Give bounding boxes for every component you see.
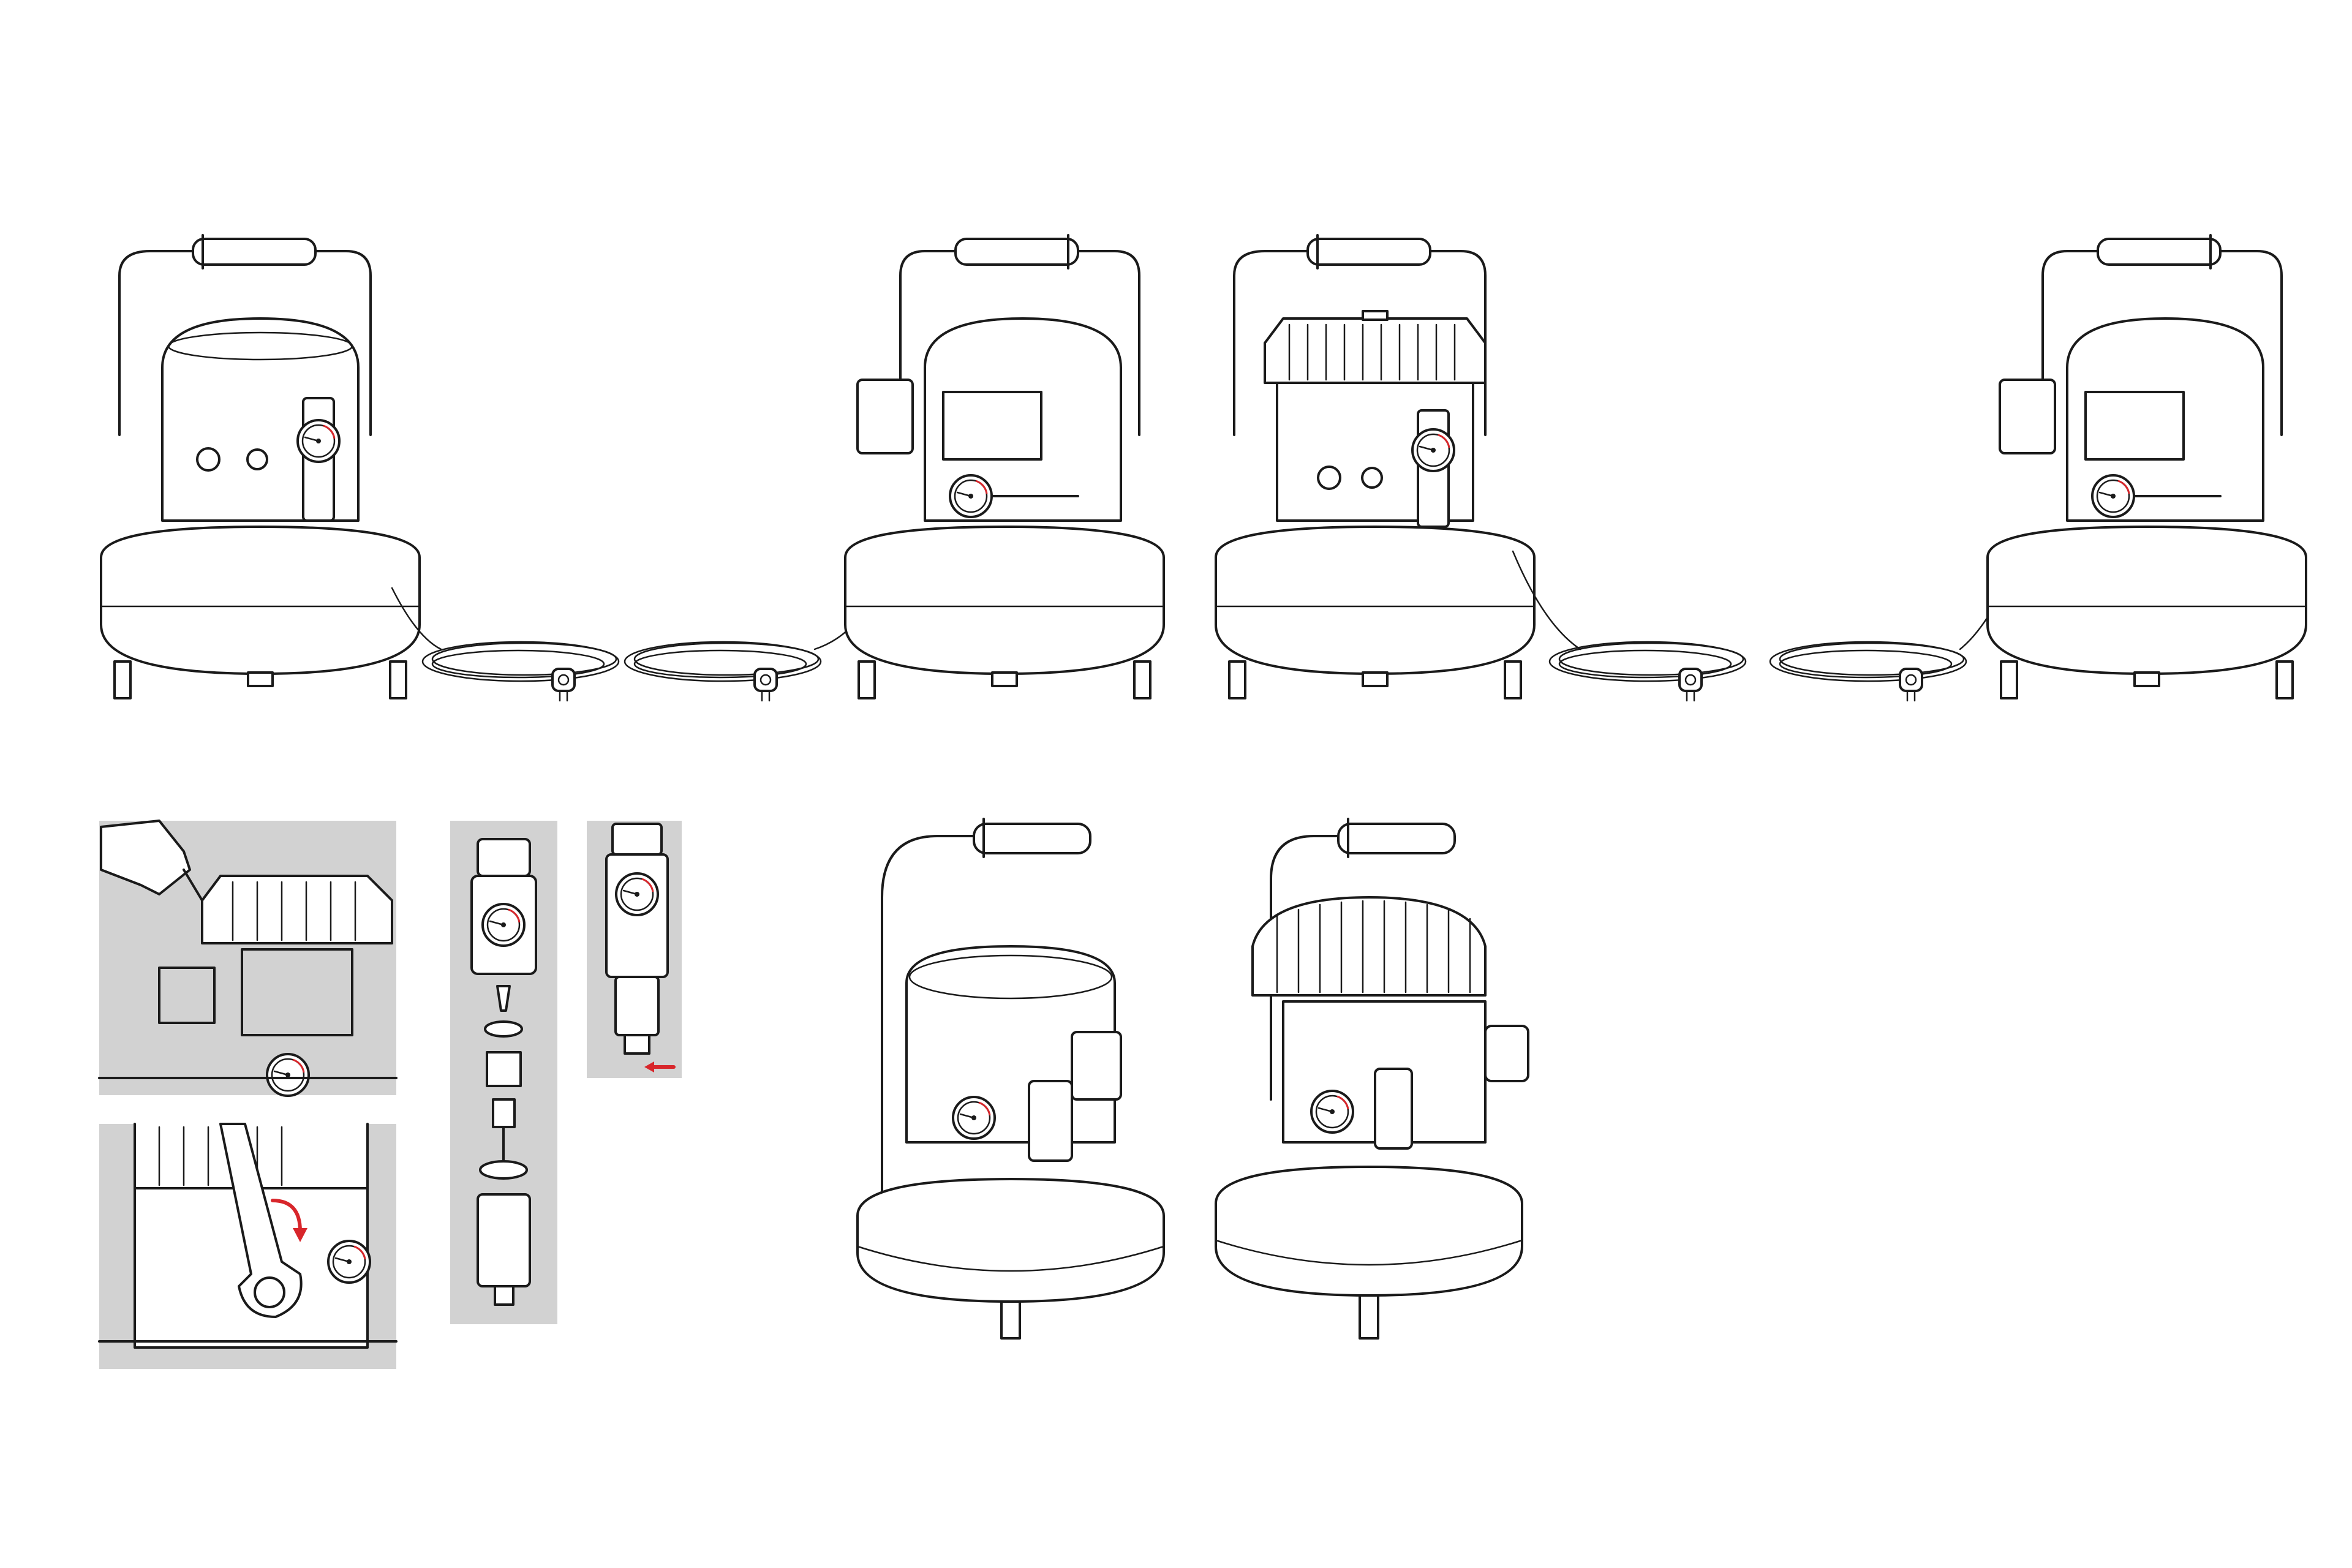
power-cord-2 bbox=[624, 641, 822, 702]
power-cord-4 bbox=[1769, 641, 1967, 702]
compressor-front-view-1 bbox=[101, 235, 420, 698]
detail-panel-regulator-assembled bbox=[587, 821, 682, 1078]
wrench-icon bbox=[219, 1123, 303, 1318]
detail-panel-regulator-exploded bbox=[450, 821, 557, 1324]
oil-bottle-icon bbox=[100, 820, 191, 895]
detail-panel-oil-fill bbox=[98, 820, 398, 1097]
compressor-isometric-smooth bbox=[858, 819, 1164, 1338]
cord-lead-3 bbox=[1512, 550, 1581, 650]
power-cord-3 bbox=[1548, 641, 1747, 702]
compressor-front-view-2 bbox=[1216, 235, 1534, 698]
rotation-arrow-icon bbox=[271, 1199, 302, 1233]
power-cord-1 bbox=[421, 641, 620, 702]
regulator-icon bbox=[477, 838, 531, 877]
cord-lead-1 bbox=[391, 587, 442, 650]
detail-panel-wrench bbox=[98, 1123, 398, 1369]
compressor-back-view-2 bbox=[1988, 235, 2306, 698]
compressor-isometric-finned bbox=[1216, 819, 1528, 1338]
compressor-back-view-1 bbox=[845, 235, 1164, 698]
